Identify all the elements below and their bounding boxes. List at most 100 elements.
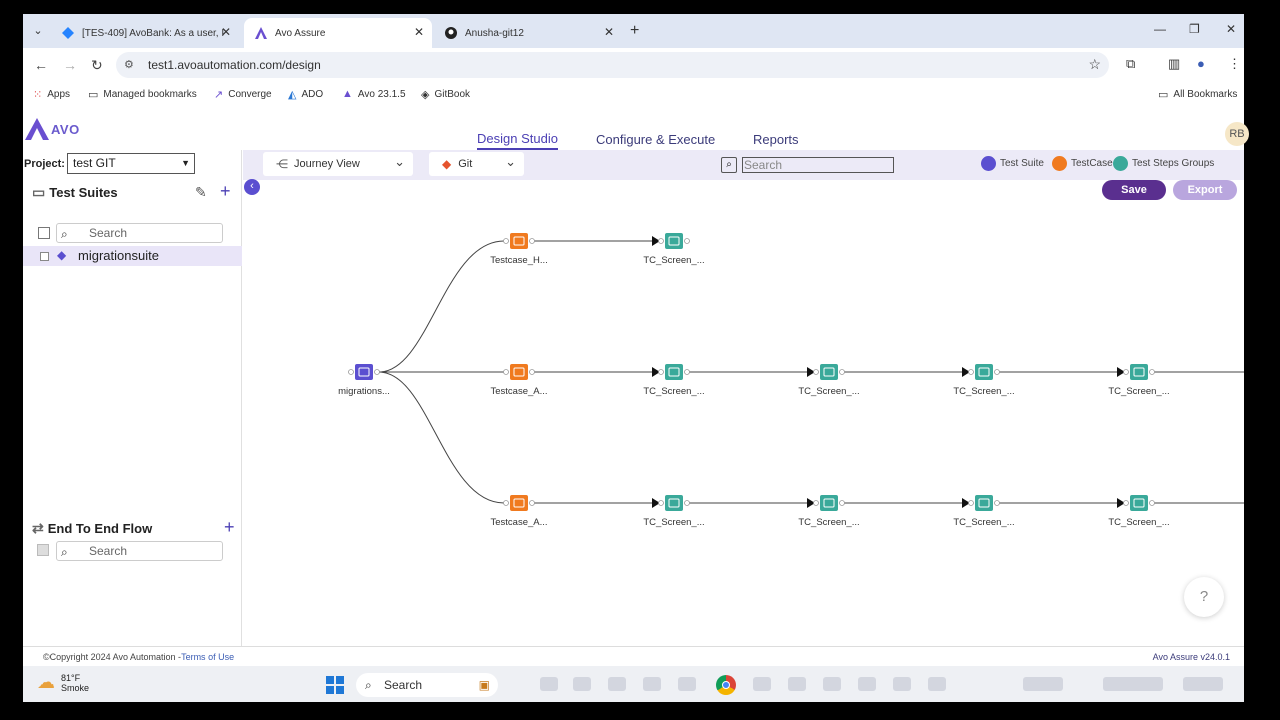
weather-widget[interactable]: ☁ 81°F Smoke [37,672,89,693]
restore-icon[interactable]: ❐ [1189,22,1200,36]
screen-node-label: TC_Screen_... [953,386,1014,397]
taskbar-app-icon[interactable] [753,677,771,691]
suite-search-input[interactable]: ⌕ Search [56,223,223,243]
app-header: AVO Design Studio Configure & Execute Re… [23,114,1249,150]
folder-icon: ▭ [88,89,99,101]
bookmark-ado[interactable]: ◭ADO [288,88,323,101]
nav-reports[interactable]: Reports [753,132,799,147]
taskbar-search[interactable]: ⌕ Search ▣ [356,673,498,697]
node-port-in [503,369,509,375]
bookmark-converge[interactable]: ↗Converge [214,88,272,101]
browser-tab-jira[interactable]: [TES-409] AvoBank: As a user, I ✕ [51,18,239,48]
bookmark-star-icon[interactable]: ☆ [1088,56,1101,72]
bookmark-managed[interactable]: ▭Managed bookmarks [88,88,197,101]
close-tab-icon[interactable]: ✕ [603,25,614,39]
minimize-icon[interactable]: — [1154,22,1166,36]
taskbar-app-icon[interactable] [823,677,841,691]
tray-notifications[interactable] [1183,677,1223,691]
testcase-node[interactable] [510,364,528,380]
bookmark-label: Converge [228,89,272,100]
edit-suite-icon[interactable]: ✎ [195,184,207,200]
new-tab-plus-icon[interactable]: + [630,22,640,39]
windows-start-icon[interactable] [326,676,344,694]
window-close-icon[interactable]: ✕ [1226,22,1237,36]
node-port-in [1123,369,1129,375]
select-all-e2e-checkbox[interactable] [37,544,49,556]
vcs-select[interactable]: ◆ Git ⌄ [429,152,524,176]
node-port-in [968,369,974,375]
nav-configure-execute[interactable]: Configure & Execute [596,132,716,147]
terms-link[interactable]: Terms of Use [181,652,235,662]
close-tab-icon[interactable]: ✕ [413,25,424,39]
screen-node[interactable] [975,495,993,511]
screen-node[interactable] [820,364,838,380]
export-button[interactable]: Export [1173,180,1237,200]
help-button[interactable]: ? [1184,577,1224,617]
screen-node[interactable] [1130,364,1148,380]
select-all-suites-checkbox[interactable] [38,227,50,239]
reload-icon[interactable]: ↻ [91,57,103,73]
taskbar-app-icon[interactable] [608,677,626,691]
bookmark-apps[interactable]: ⁙Apps [33,88,70,101]
suite-node[interactable] [355,364,373,380]
omnibox[interactable]: ⚙ test1.avoautomation.com/design ☆ [116,52,1109,78]
kebab-menu-icon[interactable]: ⋮ [1228,56,1241,71]
screen-node[interactable] [665,233,683,249]
project-select[interactable]: test GIT ▼ [67,153,195,174]
save-button[interactable]: Save [1102,180,1166,200]
search-placeholder: Search [89,544,128,558]
add-e2e-icon[interactable]: + [224,517,235,537]
extensions-puzzle-icon[interactable]: ⧉ [1126,56,1136,71]
collapse-sidebar-button[interactable]: ‹ [244,179,260,195]
all-bookmarks[interactable]: ▭All Bookmarks [1158,88,1237,101]
taskbar-app-icon[interactable] [893,677,911,691]
taskbar-app-icon[interactable] [643,677,661,691]
browser-tab-github[interactable]: Anusha-git12 ✕ [434,18,622,48]
canvas-search-input[interactable]: Search [742,157,894,173]
github-favicon-icon [444,26,458,40]
forward-arrow-icon[interactable]: → [63,57,77,73]
taskbar-app-icon[interactable] [573,677,591,691]
add-suite-icon[interactable]: + [220,181,231,201]
avo-favicon-icon [254,26,268,40]
tray-icons[interactable] [1023,677,1063,691]
edge-arrowhead [962,498,970,508]
browser-tab-avo-assure[interactable]: Avo Assure ✕ [244,18,432,48]
tab-search-chevron-icon[interactable]: ⌄ [33,25,43,37]
bookmark-gitbook[interactable]: ◈GitBook [421,88,470,101]
testcase-node[interactable] [510,233,528,249]
e2e-search-input[interactable]: ⌕ Search [56,541,223,561]
taskbar-app-icon[interactable] [858,677,876,691]
site-info-icon[interactable]: ⚙ [124,59,134,71]
node-port-out [684,369,690,375]
taskbar-app-icon[interactable] [678,677,696,691]
taskbar-app-icon[interactable] [540,677,558,691]
screen-node[interactable] [1130,495,1148,511]
profile-icon[interactable]: ● [1197,56,1205,71]
url-text[interactable]: test1.avoautomation.com/design [148,58,321,72]
suite-checkbox[interactable] [40,252,49,261]
taskbar-app-icon[interactable] [928,677,946,691]
nav-design-studio[interactable]: Design Studio [477,131,558,150]
bookmark-avo[interactable]: ▲Avo 23.1.5 [342,88,406,100]
close-tab-icon[interactable]: ✕ [220,25,231,39]
screen-node[interactable] [820,495,838,511]
tray-clock[interactable] [1103,677,1163,691]
side-panel-icon[interactable]: ▥ [1168,56,1181,71]
node-port-in [658,238,664,244]
chrome-icon[interactable] [716,675,736,695]
screen-node[interactable] [665,495,683,511]
taskbar-app-icon[interactable] [788,677,806,691]
canvas-toolbar: ⋲ Journey View ⌄ ◆ Git ⌄ ⌕ Search Test S… [243,150,1244,180]
search-icon[interactable]: ⌕ [721,157,737,173]
tab-title: Anusha-git12 [465,27,524,39]
suite-row-migrationsuite[interactable]: ◆ migrationsuite [23,246,242,266]
user-avatar[interactable]: RB [1225,122,1249,146]
node-port-in [503,500,509,506]
screen-node[interactable] [975,364,993,380]
back-arrow-icon[interactable]: ← [34,57,48,73]
testcase-node[interactable] [510,495,528,511]
view-select[interactable]: ⋲ Journey View ⌄ [263,152,413,176]
testcase-node-label: Testcase_A... [490,386,547,397]
screen-node[interactable] [665,364,683,380]
